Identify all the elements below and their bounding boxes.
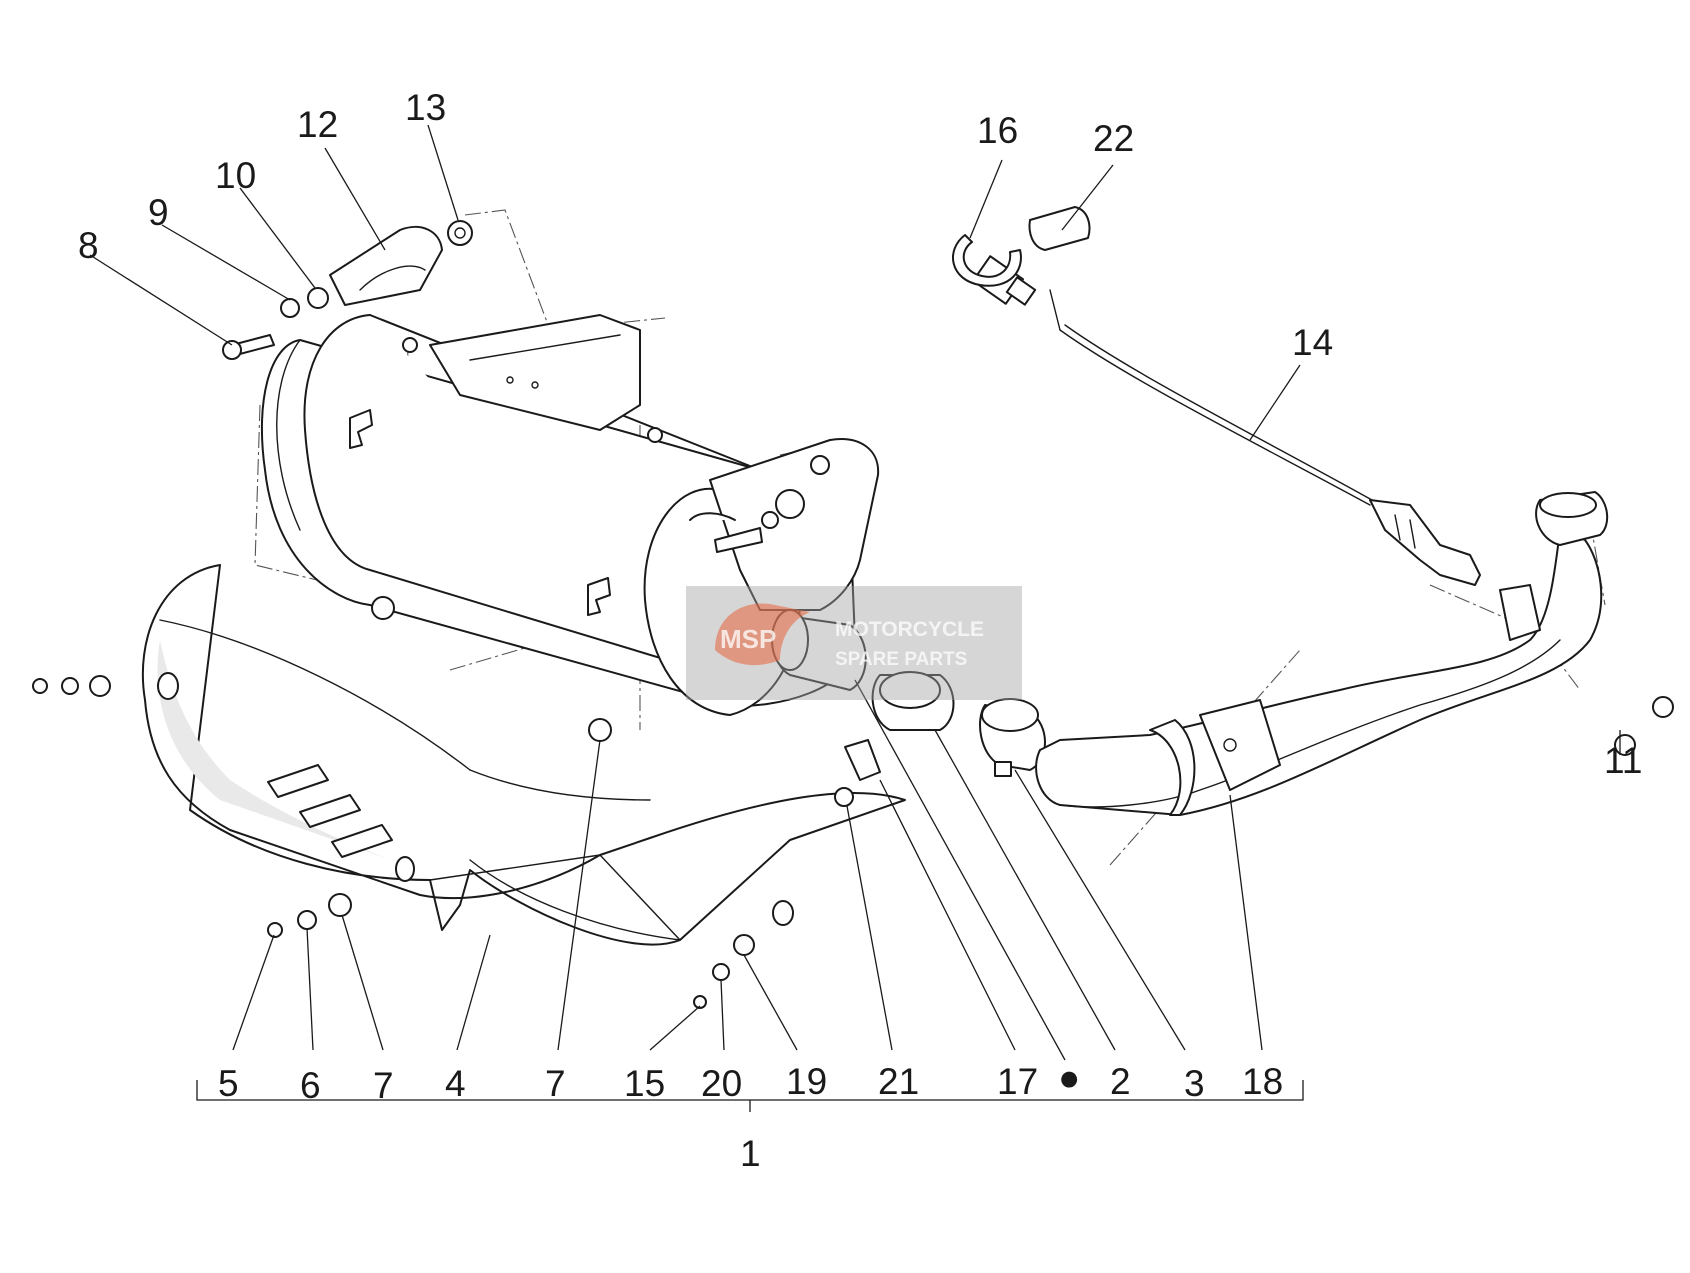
callout-labels: 8 9 10 12 13 16 22 14 11 5 6 7 4 7 15 20… bbox=[78, 87, 1642, 1174]
exhaust-manifold[interactable] bbox=[1035, 491, 1609, 816]
callout-6: 6 bbox=[300, 1065, 321, 1106]
watermark-logo-text: MSP bbox=[720, 624, 776, 654]
callout-2: 2 bbox=[1110, 1061, 1131, 1102]
callout-21: 21 bbox=[878, 1061, 919, 1102]
rubber-cap-22[interactable] bbox=[1028, 206, 1091, 251]
heat-shield[interactable] bbox=[141, 564, 906, 946]
callout-3: 3 bbox=[1184, 1063, 1205, 1104]
callout-9: 9 bbox=[148, 192, 169, 233]
callout-17: 17 bbox=[997, 1061, 1038, 1102]
callout-4: 4 bbox=[445, 1063, 466, 1104]
pipe-clamp-3[interactable] bbox=[979, 698, 1046, 777]
pipe-gasket-2[interactable] bbox=[871, 671, 955, 731]
watermark-line2: SPARE PARTS bbox=[835, 649, 967, 670]
lambda-sensor[interactable] bbox=[972, 255, 1481, 586]
callout-8: 8 bbox=[78, 225, 99, 266]
legend-dot: ● bbox=[1058, 1057, 1080, 1098]
callout-15: 15 bbox=[624, 1063, 665, 1104]
silencer[interactable] bbox=[260, 314, 880, 716]
callout-14: 14 bbox=[1292, 322, 1333, 363]
cable-clip-16[interactable] bbox=[952, 234, 1022, 287]
callout-19: 19 bbox=[786, 1061, 827, 1102]
callout-1: 1 bbox=[740, 1133, 761, 1174]
callout-7-right: 7 bbox=[545, 1063, 566, 1104]
callout-13: 13 bbox=[405, 87, 446, 128]
watermark-line1: MOTORCYCLE bbox=[835, 618, 984, 641]
callout-11: 11 bbox=[1604, 740, 1642, 781]
callout-10: 10 bbox=[215, 155, 256, 196]
callout-12: 12 bbox=[297, 104, 338, 145]
callout-20: 20 bbox=[701, 1063, 742, 1104]
leader-lines bbox=[89, 124, 1621, 1112]
callout-18: 18 bbox=[1242, 1061, 1283, 1102]
msp-logo-icon bbox=[715, 603, 810, 666]
callout-5: 5 bbox=[218, 1063, 239, 1104]
callout-16: 16 bbox=[977, 110, 1018, 151]
callout-7-left: 7 bbox=[373, 1065, 394, 1106]
callout-22: 22 bbox=[1093, 118, 1134, 159]
hardware bbox=[32, 220, 1674, 1009]
watermark: MSP MOTORCYCLE SPARE PARTS bbox=[686, 586, 1022, 700]
